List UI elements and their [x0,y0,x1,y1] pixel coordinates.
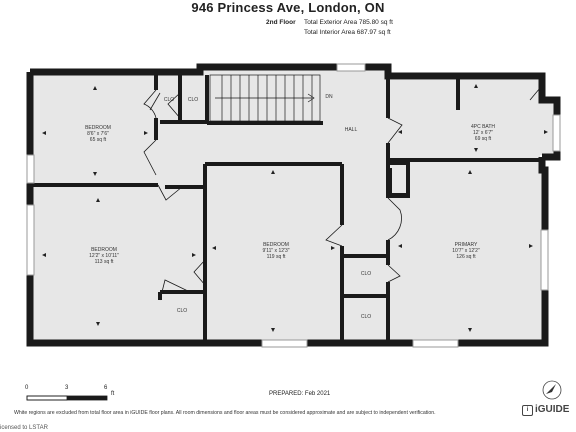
bedroom-top-name: BEDROOM [85,125,111,131]
stair-direction: DN [325,94,333,100]
bath-dims: 12' x 6'7" [473,130,493,136]
windows [26,63,561,348]
staircase [209,74,321,122]
primary-name: PRIMARY [455,242,478,248]
post-inner [390,165,406,193]
post-edge [386,168,392,198]
bath-name: 4PC BATH [471,124,495,130]
scale-tick-3: 3 [65,385,69,391]
primary-dims: 10'7" x 12'2" [452,248,480,254]
bedroom-top-area: 65 sq ft [90,137,107,143]
bedroom-left-name: BEDROOM [91,247,117,253]
bedroom-center-area: 119 sq ft [267,254,286,260]
compass-icon [542,380,562,400]
brand-name: iGUIDE [535,404,570,415]
closet-label: CLO [177,308,187,314]
disclaimer: White regions are excluded from total fl… [14,410,436,416]
brand-mark-icon: i [522,405,533,416]
bedroom-left-area: 113 sq ft [95,259,114,265]
bedroom-top-dims: 8'6" x 7'6" [87,131,109,137]
license-text: icensed to LSTAR [0,425,48,431]
scale-tick-6: 6 [104,385,108,391]
scale-bar [26,395,108,401]
bedroom-center-dims: 9'11" x 12'3" [262,248,289,254]
interior-walls [33,75,542,340]
prepared-date: PREPARED: Feb 2021 [269,391,331,397]
bedroom-left-dims: 12'2" x 10'11" [89,253,119,259]
primary-area: 126 sq ft [456,254,476,260]
dimension-ticks [42,84,548,332]
bath-area: 69 sq ft [475,136,492,142]
scale-unit: ft [111,391,115,397]
closet-label: CLO [164,97,174,103]
hall-label: HALL [345,127,358,133]
property-title: 946 Princess Ave, London, ON [191,0,385,15]
door-swings [143,87,543,301]
closet-label: CLO [361,314,371,320]
closet-label: CLO [361,271,371,277]
floor-fill [33,70,555,340]
exterior-area: Total Exterior Area 785.80 sq ft [304,19,393,26]
closet-label: CLO [188,97,198,103]
scale-tick-0: 0 [25,385,29,391]
floor-label: 2nd Floor [266,19,296,26]
interior-area: Total Interior Area 687.97 sq ft [304,29,391,36]
bedroom-center-name: BEDROOM [263,242,289,248]
